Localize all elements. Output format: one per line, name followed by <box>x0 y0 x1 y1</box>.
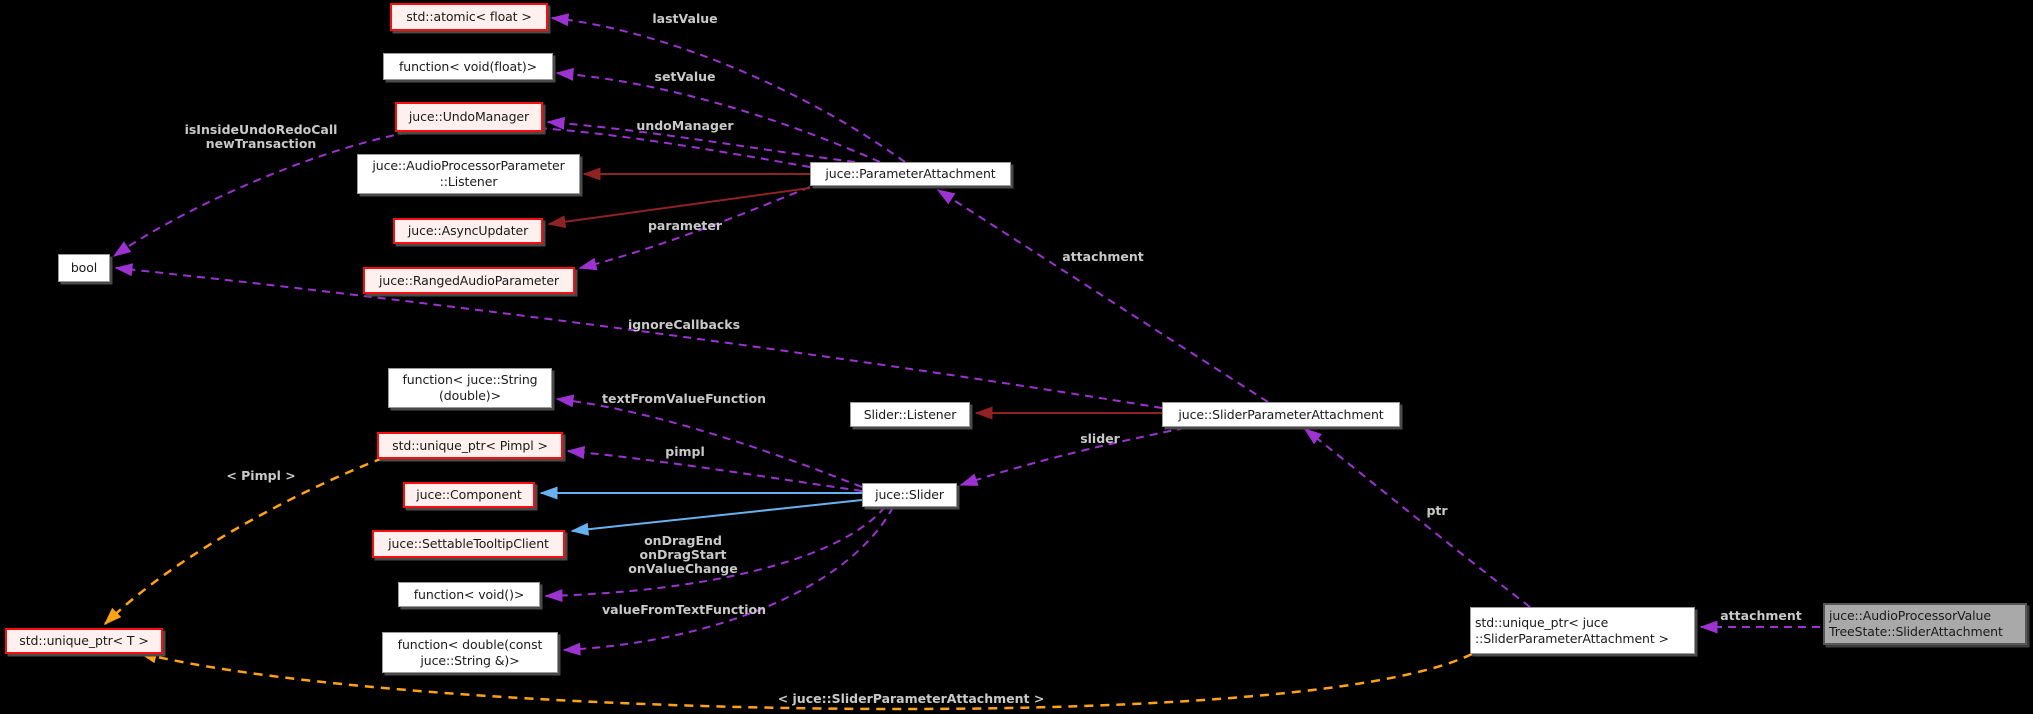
node-label: juce::AsyncUpdater <box>407 223 529 238</box>
edge-valuefromtextfunction <box>562 506 894 656</box>
node-label: std::atomic< float > <box>406 9 532 24</box>
node-label: std::unique_ptr< juce ::SliderParameterA… <box>1475 614 1669 646</box>
node-label: juce::SliderParameterAttachment <box>1178 406 1384 422</box>
node-label: juce::SettableTooltipClient <box>388 536 549 551</box>
edge-label-parameter: parameter <box>647 218 723 233</box>
edge-label-lastvalue: lastValue <box>652 11 718 26</box>
node-label: function< double(const juce::String &)> <box>397 636 543 668</box>
node-std-unique-ptr-pimpl: std::unique_ptr< Pimpl > <box>377 432 563 459</box>
node-label: juce::AudioProcessorParameter ::Listener <box>372 158 565 189</box>
edge-label-ptr: ptr <box>1426 503 1448 518</box>
edge-label-pimpl: pimpl <box>665 444 705 459</box>
node-slider-listener[interactable]: Slider::Listener <box>850 402 970 427</box>
node-label: bool <box>70 260 98 275</box>
node-std-atomic-float: std::atomic< float > <box>390 3 548 31</box>
node-juce-sliderparameterattachment[interactable]: juce::SliderParameterAttachment <box>1162 402 1400 427</box>
edge-parameter <box>578 186 811 271</box>
edge-label-template-pimpl: < Pimpl > <box>226 468 296 483</box>
node-label: std::unique_ptr< T > <box>19 633 149 648</box>
edge-label-slider: slider <box>1080 431 1120 446</box>
edge-label-template-sliderparameterattachment: < juce::SliderParameterAttachment > <box>777 691 1045 706</box>
edge-label-textfromvaluefunction: textFromValueFunction <box>602 391 766 406</box>
node-label: function< juce::String (double)> <box>402 372 538 403</box>
node-juce-rangedaudioparameter[interactable]: juce::RangedAudioParameter <box>363 267 575 294</box>
edge-lastvalue <box>550 13 906 163</box>
node-juce-audioprocessorvaluetreestate-sliderattachment: juce::AudioProcessorValue TreeState::Sli… <box>1823 603 2027 645</box>
edge-label-setvalue: setValue <box>654 69 716 84</box>
edge-slider <box>959 427 1186 486</box>
node-function-void-float: function< void(float)> <box>383 53 553 80</box>
node-label: function< void(float)> <box>398 58 538 74</box>
node-juce-settabletooltipclient[interactable]: juce::SettableTooltipClient <box>372 530 565 558</box>
edge-ignorecallbacks <box>114 263 1163 409</box>
template-pimpl <box>103 456 384 626</box>
node-std-unique-ptr-sliderparameterattachment: std::unique_ptr< juce ::SliderParameterA… <box>1470 607 1695 654</box>
edge-setvalue <box>555 67 881 163</box>
node-label: juce::Component <box>416 487 522 502</box>
node-function-string-double: function< juce::String (double)> <box>388 368 552 408</box>
edge-ptr <box>1303 428 1531 608</box>
node-juce-audioprocessorparameter-listener[interactable]: juce::AudioProcessorParameter ::Listener <box>357 154 580 194</box>
node-juce-asyncupdater[interactable]: juce::AsyncUpdater <box>393 218 543 244</box>
node-label: juce::UndoManager <box>408 109 530 124</box>
edge-label-ondrag-callbacks: onDragEnd onDragStart onValueChange <box>628 533 738 576</box>
edge-label-attachment-spa: attachment <box>1720 608 1802 623</box>
edge-textfromvaluefunction <box>555 394 863 488</box>
node-juce-undomanager[interactable]: juce::UndoManager <box>395 102 543 132</box>
node-juce-slider[interactable]: juce::Slider <box>862 483 957 507</box>
node-juce-parameterattachment[interactable]: juce::ParameterAttachment <box>810 162 1011 186</box>
node-juce-component[interactable]: juce::Component <box>403 482 535 508</box>
edge-label-ignorecallbacks: ignoreCallbacks <box>627 317 741 332</box>
node-bool: bool <box>58 254 110 282</box>
node-label: juce::AudioProcessorValue TreeState::Sli… <box>1829 608 2003 639</box>
edge-label-undomanager: undoManager <box>636 118 734 133</box>
inherit-settabletooltipclient <box>570 499 863 536</box>
edge-attachment-parameterattachment <box>936 189 1269 403</box>
edge-label-valuefromtextfunction: valueFromTextFunction <box>601 602 767 617</box>
node-function-void: function< void()> <box>398 582 540 607</box>
node-label: function< void()> <box>413 586 525 602</box>
node-label: juce::Slider <box>875 487 944 502</box>
inherit-asyncupdater <box>547 187 811 229</box>
edge-undomanager <box>546 116 856 163</box>
node-label: Slider::Listener <box>863 406 957 422</box>
node-function-double-const-string: function< double(const juce::String &)> <box>382 632 558 673</box>
node-std-unique-ptr-t: std::unique_ptr< T > <box>5 628 163 654</box>
edge-label-isinsideundoredocall: isInsideUndoRedoCall newTransaction <box>184 122 338 151</box>
edge-label-attachment-pa: attachment <box>1062 249 1144 264</box>
node-label: juce::ParameterAttachment <box>825 166 996 181</box>
node-label: std::unique_ptr< Pimpl > <box>392 437 548 453</box>
edge-ondrag-callbacks <box>544 506 886 603</box>
node-label: juce::RangedAudioParameter <box>379 272 559 288</box>
